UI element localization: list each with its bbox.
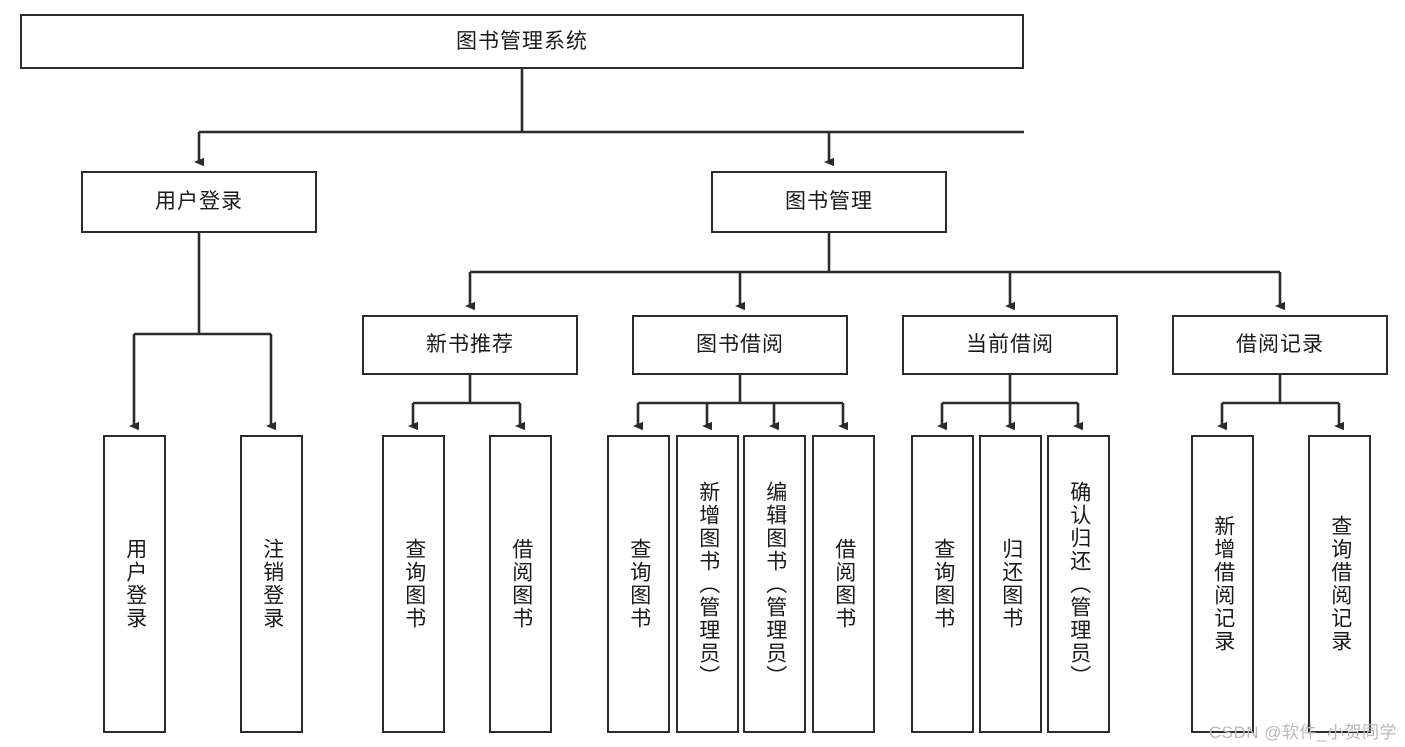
leaf-label: 归还图书 bbox=[999, 538, 1023, 630]
leaf-borrow-query-book[interactable]: 查询图书 bbox=[607, 435, 670, 733]
leaf-label: 查询图书 bbox=[627, 538, 651, 630]
node-user-login[interactable]: 用户登录 bbox=[81, 171, 317, 233]
leaf-label: 借阅图书 bbox=[832, 538, 856, 630]
leaf-current-return-book[interactable]: 归还图书 bbox=[979, 435, 1042, 733]
leaf-label: 新增图书（管理员） bbox=[696, 480, 720, 688]
node-new-book-recommend-label: 新书推荐 bbox=[426, 333, 514, 357]
leaf-user-login-signin[interactable]: 用户登录 bbox=[103, 435, 166, 733]
node-book-borrow-label: 图书借阅 bbox=[696, 333, 784, 357]
leaf-label: 用户登录 bbox=[123, 538, 147, 630]
node-root[interactable]: 图书管理系统 bbox=[20, 14, 1024, 69]
leaf-label: 新增借阅记录 bbox=[1211, 515, 1235, 653]
node-current-borrow[interactable]: 当前借阅 bbox=[902, 315, 1118, 375]
leaf-label: 查询图书 bbox=[931, 538, 955, 630]
node-new-book-recommend[interactable]: 新书推荐 bbox=[362, 315, 578, 375]
leaf-borrow-add-book-admin[interactable]: 新增图书（管理员） bbox=[676, 435, 739, 733]
node-user-login-label: 用户登录 bbox=[155, 190, 243, 214]
node-book-management[interactable]: 图书管理 bbox=[711, 171, 947, 233]
leaf-new-book-query[interactable]: 查询图书 bbox=[382, 435, 445, 733]
node-borrow-record[interactable]: 借阅记录 bbox=[1172, 315, 1388, 375]
leaf-current-confirm-return-admin[interactable]: 确认归还（管理员） bbox=[1047, 435, 1110, 733]
leaf-record-add-record[interactable]: 新增借阅记录 bbox=[1191, 435, 1254, 733]
leaf-label: 查询借阅记录 bbox=[1328, 515, 1352, 653]
node-current-borrow-label: 当前借阅 bbox=[966, 333, 1054, 357]
watermark: CSDN @软件_小贺同学 bbox=[1208, 723, 1397, 742]
node-root-label: 图书管理系统 bbox=[456, 29, 588, 53]
leaf-user-login-signout[interactable]: 注销登录 bbox=[240, 435, 303, 733]
leaf-label: 确认归还（管理员） bbox=[1067, 480, 1091, 688]
leaf-current-query-book[interactable]: 查询图书 bbox=[911, 435, 974, 733]
node-borrow-record-label: 借阅记录 bbox=[1236, 333, 1324, 357]
node-book-management-label: 图书管理 bbox=[785, 190, 873, 214]
leaf-label: 编辑图书（管理员） bbox=[763, 480, 787, 688]
leaf-borrow-edit-book-admin[interactable]: 编辑图书（管理员） bbox=[743, 435, 806, 733]
leaf-new-book-borrow[interactable]: 借阅图书 bbox=[489, 435, 552, 733]
leaf-record-query-record[interactable]: 查询借阅记录 bbox=[1308, 435, 1371, 733]
leaf-label: 查询图书 bbox=[402, 538, 426, 630]
leaf-borrow-borrow-book[interactable]: 借阅图书 bbox=[812, 435, 875, 733]
leaf-label: 借阅图书 bbox=[509, 538, 533, 630]
leaf-label: 注销登录 bbox=[260, 538, 284, 630]
node-book-borrow[interactable]: 图书借阅 bbox=[632, 315, 848, 375]
